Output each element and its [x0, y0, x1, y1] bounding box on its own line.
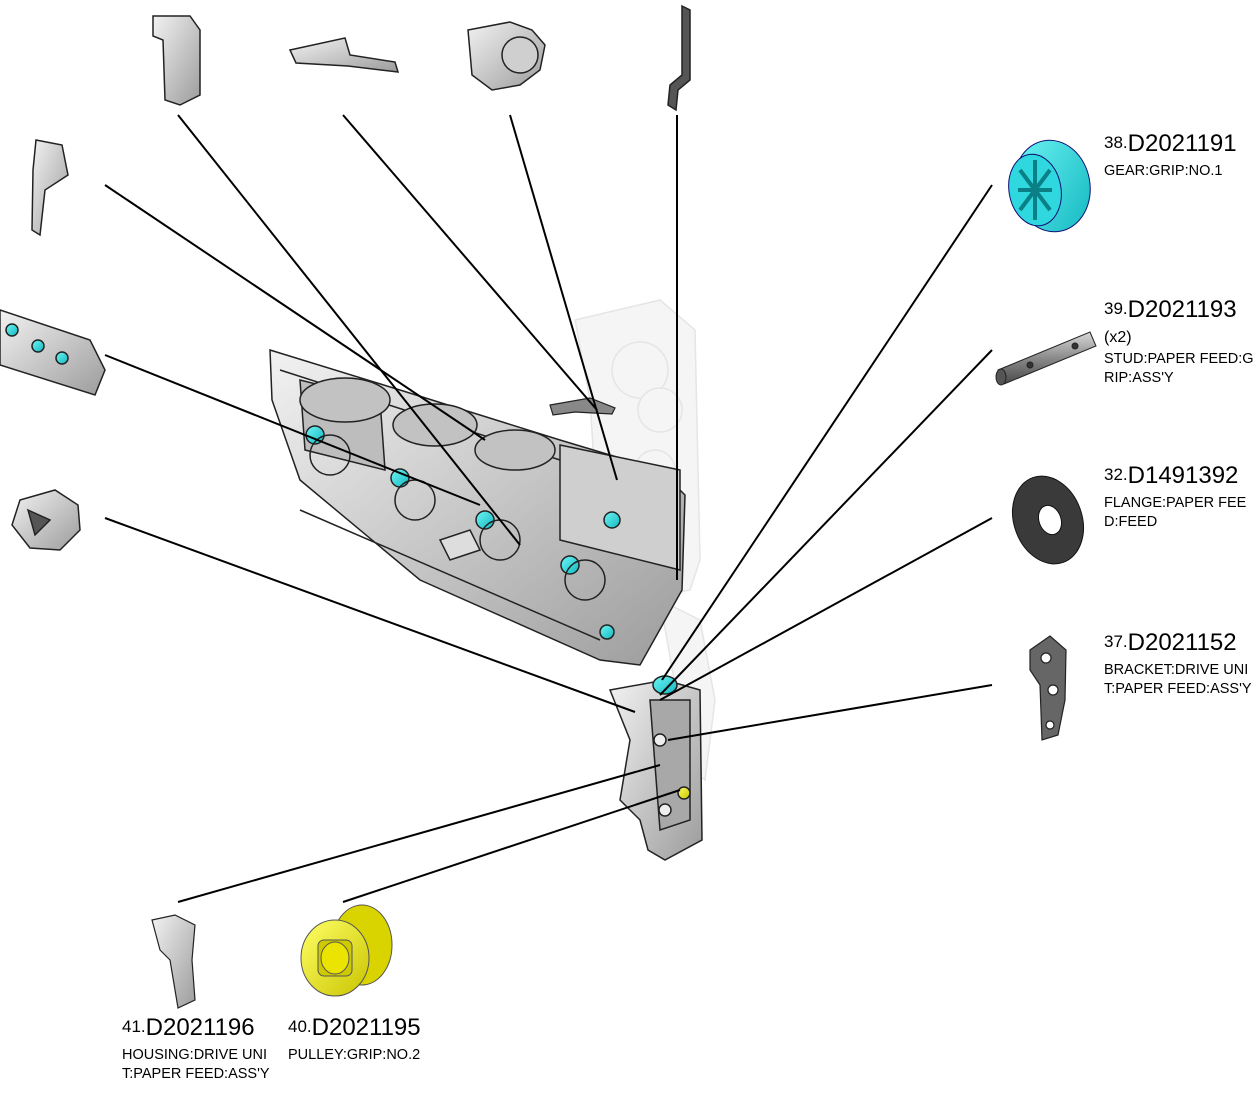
part-description: GEAR:GRIP:NO.1 [1104, 163, 1223, 179]
callout-40: 40.D2021195 PULLEY:GRIP:NO.2 [288, 1016, 448, 1065]
part-description: FLANGE:PAPER FEED:FEED [1104, 495, 1247, 530]
motor-part [467, 21, 546, 91]
part-code: D2021191 [1127, 130, 1237, 157]
part-description: STUD:PAPER FEED:GRIP:ASS'Y [1104, 351, 1254, 386]
left-gear-bank-part [0, 309, 106, 396]
stud-paper-feed-grip-part [995, 331, 1097, 386]
callout-number: 39. [1104, 299, 1128, 318]
left-side-bracket-part [31, 139, 69, 237]
small-link-part [549, 397, 616, 416]
part-description: PULLEY:GRIP:NO.2 [288, 1047, 421, 1063]
callout-number: 37. [1104, 632, 1128, 651]
callout-37: 37.D2021152 BRACKET:DRIVE UNIT:PAPER FEE… [1104, 631, 1256, 699]
callout-number: 41. [122, 1017, 146, 1036]
part-code: D1491392 [1127, 462, 1239, 489]
top-plate-part [288, 37, 400, 73]
flange-paper-feed-part [1012, 475, 1084, 565]
drive-unit-bracket [608, 675, 703, 861]
gear-grip-no1-part [1008, 139, 1091, 233]
callout-32: 32.D1491392 FLANGE:PAPER FEED:FEED [1104, 464, 1256, 532]
part-code: D2021196 [145, 1014, 255, 1041]
part-description: HOUSING:DRIVE UNIT:PAPER FEED:ASS'Y [122, 1047, 270, 1082]
leader-lines [104, 114, 993, 903]
callout-number: 40. [288, 1017, 312, 1036]
housing-drive-unit-part [151, 914, 196, 1009]
top-right-arm-part [667, 4, 691, 112]
paper-feed-frame-assembly [269, 348, 686, 666]
callout-number: 32. [1104, 465, 1128, 484]
callout-number: 38. [1104, 133, 1128, 152]
callout-38: 38.D2021191 GEAR:GRIP:NO.1 [1104, 132, 1256, 181]
cam-part [11, 489, 81, 551]
part-code: D2021195 [311, 1014, 421, 1041]
part-quantity: (x2) [1104, 329, 1132, 346]
callout-41: 41.D2021196 HOUSING:DRIVE UNIT:PAPER FEE… [122, 1016, 274, 1084]
part-description: BRACKET:DRIVE UNIT:PAPER FEED:ASS'Y [1104, 662, 1252, 697]
part-code: D2021193 [1127, 296, 1237, 323]
part-code: D2021152 [1127, 629, 1237, 656]
bracket-drive-unit-part [1029, 635, 1067, 741]
callout-39: 39.D2021193 (x2) STUD:PAPER FEED:GRIP:AS… [1104, 298, 1256, 388]
pulley-grip-no2-part [300, 904, 393, 997]
top-bracket-part [152, 15, 201, 106]
